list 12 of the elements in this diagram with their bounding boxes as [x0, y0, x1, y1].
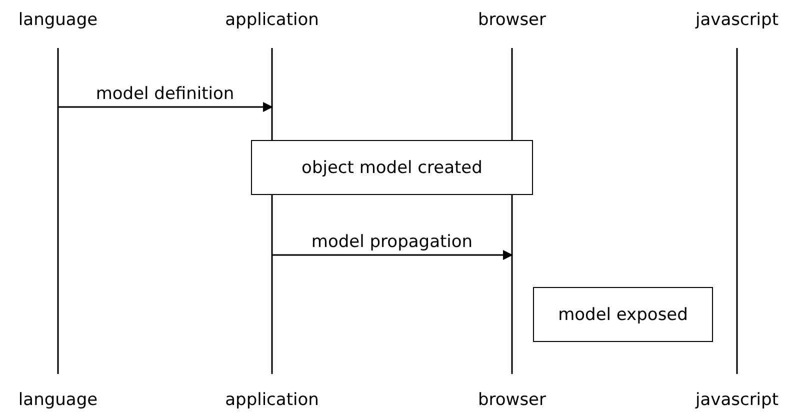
participant-label: browser: [478, 10, 546, 30]
message-arrow: [58, 102, 273, 112]
note-box: model exposed: [533, 287, 713, 342]
participant-label: javascript: [696, 10, 778, 30]
participant-label: application: [225, 390, 319, 410]
participant-label: javascript: [696, 390, 778, 410]
participant-label: language: [18, 10, 98, 30]
participant-label: language: [18, 390, 98, 410]
participant-label: application: [225, 10, 319, 30]
message-arrow: [272, 250, 513, 260]
participant-label: browser: [478, 390, 546, 410]
note-box: object model created: [251, 140, 533, 195]
